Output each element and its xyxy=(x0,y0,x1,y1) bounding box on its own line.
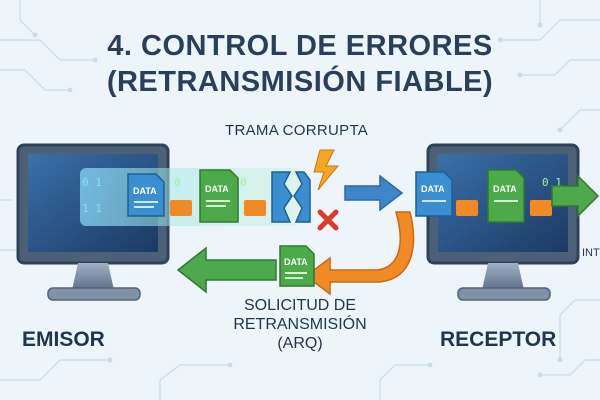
ack-block xyxy=(456,200,478,216)
ack-block xyxy=(244,200,266,216)
data-frame-label: DATA xyxy=(133,186,157,196)
data-frame-label: DATA xyxy=(493,184,517,194)
data-frame-label: DATA xyxy=(205,184,229,194)
ack-block xyxy=(170,200,192,216)
receiver-label: RECEPTOR xyxy=(440,328,557,351)
retransmitted-frame: DATA xyxy=(279,245,315,287)
bits-text: 1 1 xyxy=(82,202,102,215)
diagram-title-line1: 4. CONTROL DE ERRORES xyxy=(107,30,493,62)
corrupted-frame xyxy=(271,171,311,223)
bits-text: 0 1 xyxy=(82,176,102,189)
received-frame-green: DATA xyxy=(487,169,525,223)
data-frame-label: DATA xyxy=(284,257,308,267)
ack-block xyxy=(530,200,552,216)
retransmission-line: SOLICITUD DE xyxy=(243,297,356,314)
retransmission-line: RETRANSMISIÓN xyxy=(233,316,367,333)
data-frame-label: DATA xyxy=(421,184,445,194)
nack-arrow xyxy=(304,211,415,296)
delivery-arrow xyxy=(551,174,600,218)
lightning-icon xyxy=(313,149,340,191)
data-frame-green: DATA xyxy=(199,169,239,223)
data-frame-blue: DATA xyxy=(127,173,165,217)
retransmission-line: (ARQ) xyxy=(277,335,323,352)
corrupt-frame-label: TRAMA CORRUPTA xyxy=(225,122,369,139)
cross-icon xyxy=(317,209,339,231)
clipped-label: INT xyxy=(582,247,600,259)
bits-text: 0 xyxy=(174,176,181,189)
diagram-title-line2: (RETRANSMISIÓN FIABLE) xyxy=(106,66,494,98)
forward-arrow xyxy=(344,174,404,212)
sender-label: EMISOR xyxy=(22,328,105,351)
retransmission-request-label: SOLICITUD DE RETRANSMISIÓN (ARQ) xyxy=(225,296,375,353)
transmission-beam xyxy=(80,168,300,226)
bits-text: 0 xyxy=(240,176,247,189)
received-frame-blue: DATA xyxy=(415,171,453,217)
retransmit-arrow xyxy=(176,246,277,294)
